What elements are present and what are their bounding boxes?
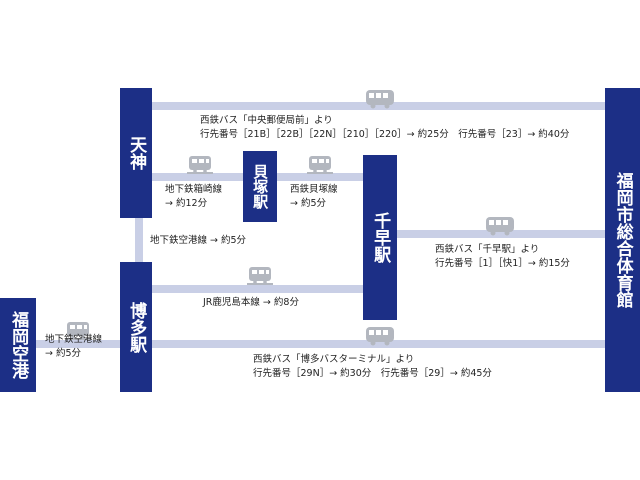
route-caption-line1: 西鉄貝塚線 xyxy=(290,184,338,195)
route-caption-line2: 行先番号［1］［快1］→ 約15分 xyxy=(435,258,570,269)
bus-icon xyxy=(365,89,395,109)
route-caption-line1: 西鉄バス「中央郵便局前」より xyxy=(200,115,333,126)
route-caption-subway-airport-hakata: 地下鉄空港線 → 約5分 xyxy=(45,333,102,361)
station-chihaya-label: 千早駅 xyxy=(370,212,391,263)
station-fukuoka-airport[interactable]: 福岡空港 xyxy=(0,298,36,392)
route-caption-line1: 地下鉄空港線 xyxy=(45,334,103,345)
route-caption-nishitetsu-kaizuka: 西鉄貝塚線 → 約5分 xyxy=(290,183,338,211)
route-caption-subway-hakozaki: 地下鉄箱崎線 → 約12分 xyxy=(165,183,222,211)
route-caption-line2: 行先番号［21B］［22B］［22N］［210］［220］→ 約25分 行先番号… xyxy=(200,129,570,140)
route-caption-bus-tenjin-gym: 西鉄バス「中央郵便局前」より 行先番号［21B］［22B］［22N］［210］［… xyxy=(200,114,569,142)
station-chihaya[interactable]: 千早駅 xyxy=(363,155,397,320)
route-caption-line1: 西鉄バス「博多バスターミナル」より xyxy=(253,354,415,365)
station-fukuoka-city-gym[interactable]: 福岡市総合体育館 xyxy=(605,88,640,392)
station-fukuoka-city-gym-label: 福岡市総合体育館 xyxy=(612,172,633,308)
route-line-bus-hakata-gym xyxy=(150,340,610,348)
route-caption-bus-hakata-gym: 西鉄バス「博多バスターミナル」より 行先番号［29N］→ 約30分 行先番号［2… xyxy=(253,353,492,381)
station-kaizuka-label: 貝塚駅 xyxy=(251,164,270,209)
route-caption-line1: 地下鉄箱崎線 xyxy=(165,184,223,195)
station-tenjin[interactable]: 天神 xyxy=(120,88,152,218)
station-hakata[interactable]: 博多駅 xyxy=(120,262,152,392)
route-line-subway-tenjin-hakata xyxy=(135,218,143,264)
route-line-nishitetsu-kaizuka xyxy=(275,173,367,181)
bus-icon xyxy=(485,216,515,236)
station-hakata-label: 博多駅 xyxy=(126,301,147,353)
route-caption-jr-kagoshima: JR鹿児島本線 → 約8分 xyxy=(203,297,299,308)
train-icon xyxy=(63,321,93,341)
route-caption-line2: 行先番号［29N］→ 約30分 行先番号［29］→ 約45分 xyxy=(253,368,492,379)
route-line-bus-chihaya-gym xyxy=(395,230,610,238)
station-kaizuka[interactable]: 貝塚駅 xyxy=(243,151,277,222)
route-caption-bus-chihaya-gym: 西鉄バス「千早駅」より 行先番号［1］［快1］→ 約15分 xyxy=(435,243,570,271)
station-tenjin-label: 天神 xyxy=(126,136,147,170)
route-line-jr-kagoshima xyxy=(150,285,365,293)
station-fukuoka-airport-label: 福岡空港 xyxy=(8,311,29,379)
route-caption-line2: → 約5分 xyxy=(45,348,82,359)
route-caption-line2: → 約5分 xyxy=(290,198,327,209)
route-line-subway-hakozaki xyxy=(150,173,245,181)
route-caption-line2: → 約12分 xyxy=(165,198,208,209)
route-line-bus-tenjin-gym xyxy=(150,102,610,110)
route-line-subway-airport xyxy=(35,340,125,348)
route-caption-line1: 西鉄バス「千早駅」より xyxy=(435,244,540,255)
train-icon xyxy=(245,266,275,286)
bus-icon xyxy=(365,326,395,346)
route-caption-subway-tenjin-hakata: 地下鉄空港線 → 約5分 xyxy=(150,235,247,246)
train-icon xyxy=(305,155,335,175)
train-icon xyxy=(185,155,215,175)
